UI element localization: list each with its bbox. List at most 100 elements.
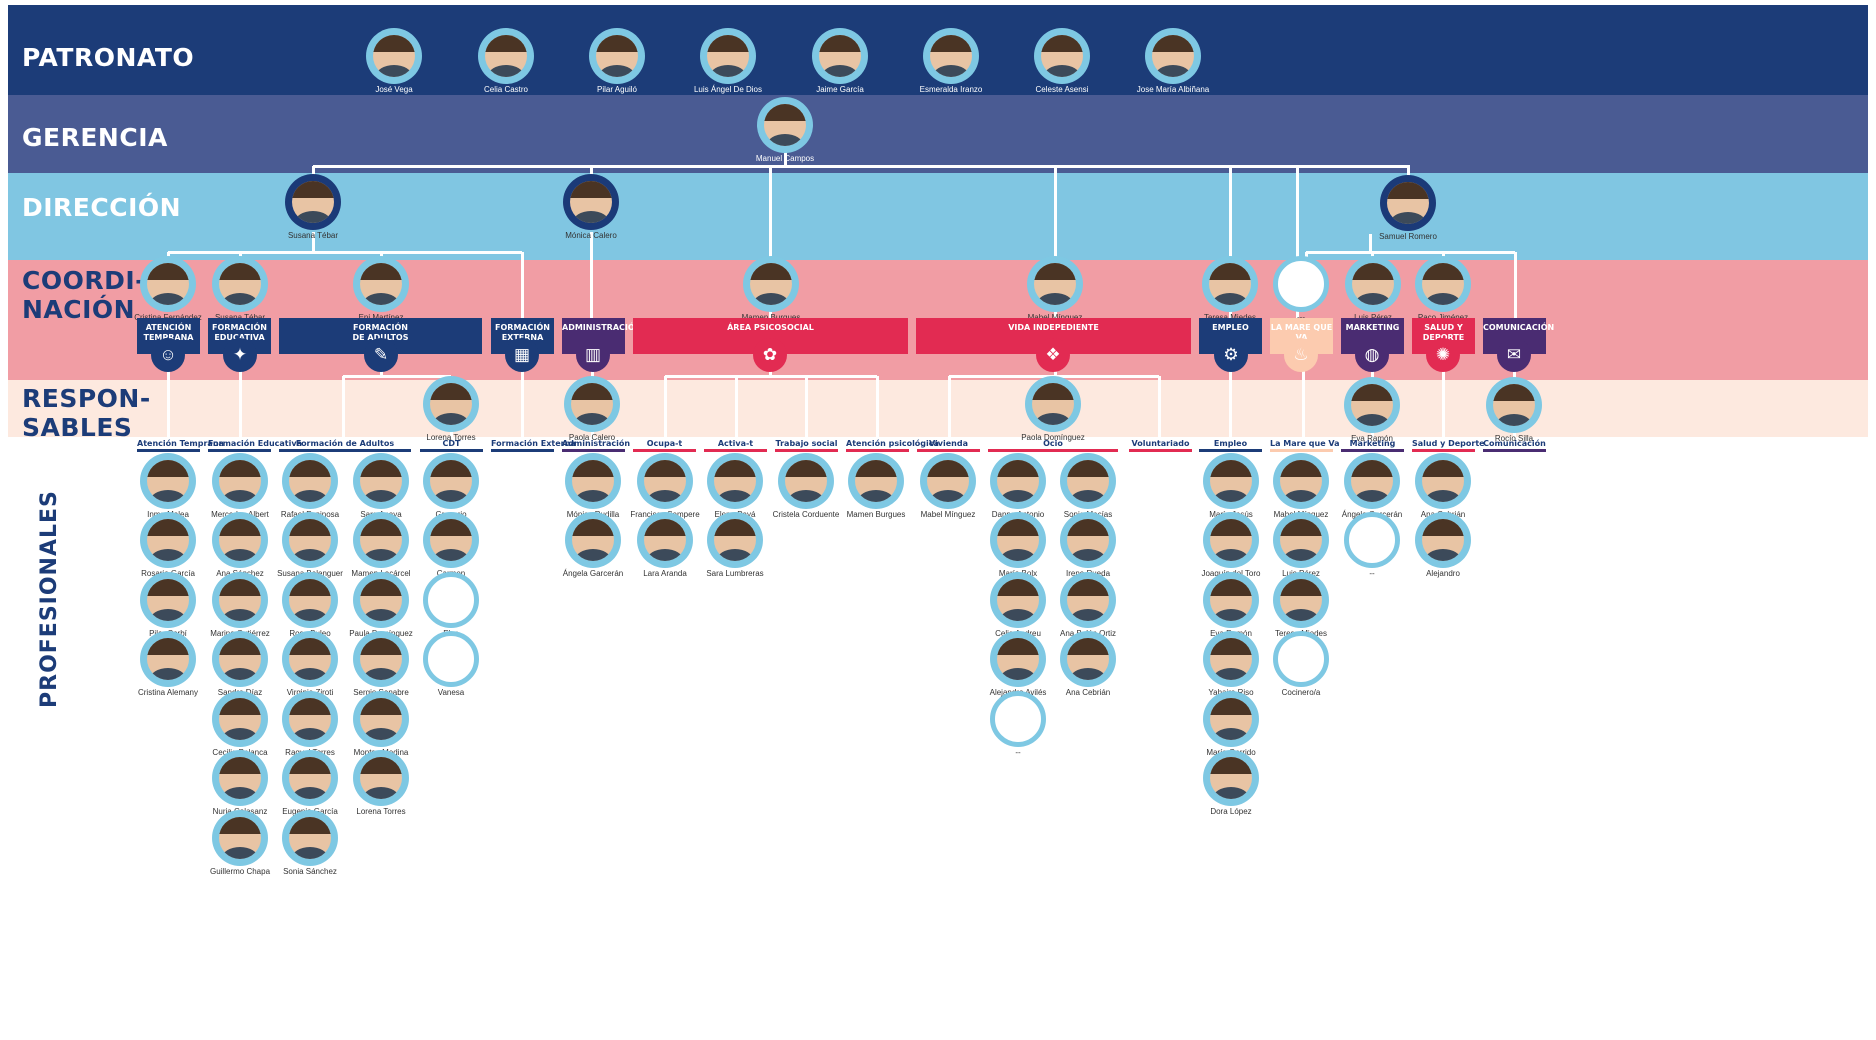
person-avatar [990, 512, 1046, 568]
connector-line [1157, 376, 1161, 440]
body-shape [1425, 549, 1461, 561]
person-name: Teresa Miedes [1165, 313, 1295, 323]
face-icon [219, 579, 261, 621]
hair-shape [997, 519, 1039, 536]
connector-line [665, 374, 877, 378]
body-shape [222, 609, 258, 621]
person-name: Mamen Burgues [706, 313, 836, 323]
face-icon [570, 181, 612, 223]
team-label: Atención psicológica [846, 439, 939, 448]
team-label: Administración [562, 439, 631, 448]
body-shape [222, 847, 258, 859]
person-avatar [353, 572, 409, 628]
person-name: Mamen Burgues [846, 510, 906, 519]
hair-shape [219, 519, 261, 536]
person-avatar [140, 631, 196, 687]
body-shape [363, 609, 399, 621]
hair-shape [1422, 460, 1464, 477]
person-avatar [212, 453, 268, 509]
hair-shape [1210, 460, 1252, 477]
person-name: -- [1369, 569, 1375, 578]
person-avatar [990, 572, 1046, 628]
face-icon [1280, 519, 1322, 561]
hair-shape [360, 757, 402, 774]
person-avatar [353, 691, 409, 747]
face-icon [360, 579, 402, 621]
hair-shape [289, 698, 331, 715]
body-shape [1000, 549, 1036, 561]
hair-shape [572, 460, 614, 477]
team-underline [633, 449, 696, 452]
person-name: Paola Calero [568, 433, 616, 442]
body-shape [1354, 490, 1390, 502]
hair-shape [1351, 384, 1393, 401]
hair-shape [714, 460, 756, 477]
person-avatar [1344, 377, 1400, 433]
face-icon [219, 757, 261, 799]
person-name: Eni Martínez [316, 313, 446, 323]
body-shape [1044, 65, 1080, 77]
person-name: Cocinero/a [1281, 688, 1321, 697]
face-icon [1280, 460, 1322, 502]
connector-line [783, 150, 787, 166]
face-icon [1034, 263, 1076, 305]
person-avatar [423, 453, 479, 509]
face-icon [785, 460, 827, 502]
hair-shape [360, 519, 402, 536]
team-underline [775, 449, 838, 452]
band-label-coordinacion: COORDI- NACIÓN [22, 266, 147, 324]
person-avatar [1060, 631, 1116, 687]
connector-line [1513, 252, 1517, 318]
person-name: Rocío Silla [1494, 434, 1534, 443]
face-icon [1422, 263, 1464, 305]
body-shape [222, 787, 258, 799]
connector-line [313, 164, 1410, 168]
body-shape [788, 490, 824, 502]
hair-shape [147, 519, 189, 536]
hair-shape [1034, 263, 1076, 280]
connector-line [1301, 368, 1305, 440]
vacant-avatar [1273, 631, 1329, 687]
hair-shape [997, 638, 1039, 655]
body-shape [292, 549, 328, 561]
body-shape [1283, 609, 1319, 621]
team-label: Vivienda [929, 439, 968, 448]
person-name: Mabel Mínguez [990, 313, 1120, 323]
person-avatar [1380, 175, 1436, 231]
body-shape [647, 549, 683, 561]
hair-shape [785, 460, 827, 477]
hair-shape [1280, 579, 1322, 596]
team-underline [1270, 449, 1333, 452]
face-icon [147, 638, 189, 680]
connector-line [875, 376, 879, 440]
face-icon [1351, 460, 1393, 502]
team-label: CDT [442, 439, 461, 448]
team-label: Voluntariado [1131, 439, 1190, 448]
face-icon [1422, 519, 1464, 561]
person-name: Lara Aranda [643, 569, 687, 578]
hair-shape [1210, 698, 1252, 715]
team-label: Trabajo social [775, 439, 838, 448]
face-icon [644, 519, 686, 561]
body-shape [376, 65, 412, 77]
hair-shape [360, 263, 402, 280]
face-icon [997, 638, 1039, 680]
body-shape [433, 413, 469, 425]
person-name: Cristela Corduente [772, 510, 840, 519]
connector-line [520, 354, 524, 440]
face-icon [1067, 519, 1109, 561]
team-underline [988, 449, 1118, 452]
connector-line [379, 368, 383, 376]
face-icon [147, 579, 189, 621]
hair-shape [644, 519, 686, 536]
teacher-icon: ✎ [364, 338, 398, 372]
face-icon [1210, 460, 1252, 502]
face-icon [571, 383, 613, 425]
connector-line [768, 368, 772, 376]
person-name: Paco Jiménez [1378, 313, 1508, 323]
body-shape [1070, 609, 1106, 621]
person-avatar [1345, 256, 1401, 312]
hair-shape [855, 460, 897, 477]
band-responsables [8, 380, 1868, 437]
